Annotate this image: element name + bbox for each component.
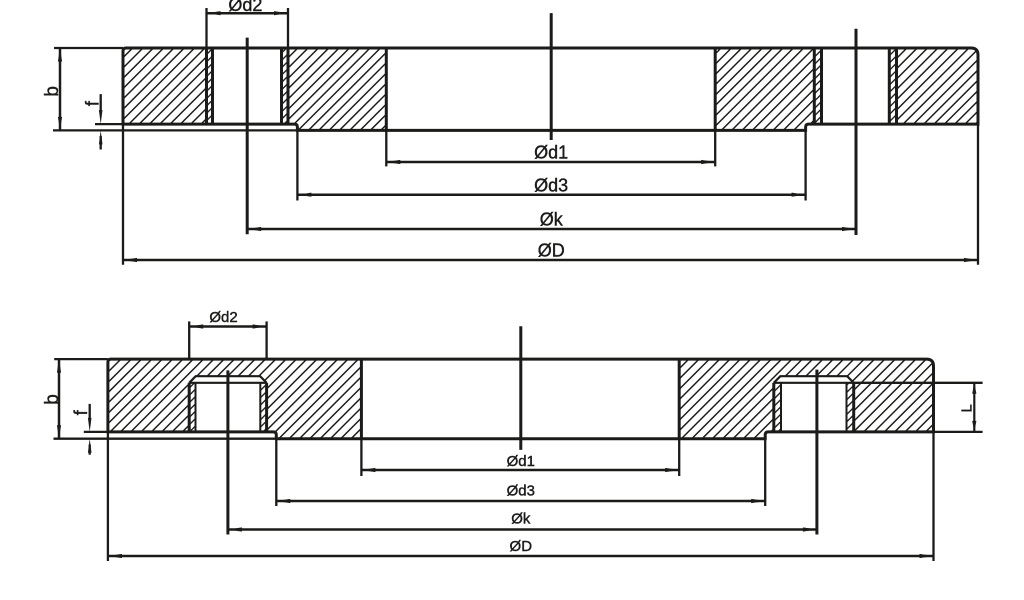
svg-text:L: L [958,404,975,412]
svg-text:Ød3: Ød3 [507,483,535,500]
svg-text:ØD: ØD [538,240,565,260]
svg-text:ØD: ØD [510,538,533,555]
svg-text:f: f [82,100,102,106]
svg-text:Ød1: Ød1 [507,453,535,470]
svg-text:Øk: Øk [511,511,531,528]
svg-text:b: b [42,394,63,405]
svg-text:f: f [71,409,91,415]
svg-text:Ød2: Ød2 [209,309,237,326]
svg-text:Ød1: Ød1 [534,142,568,162]
svg-text:Ød2: Ød2 [228,0,262,15]
svg-text:Ød3: Ød3 [534,175,568,195]
svg-text:Øk: Øk [540,210,564,230]
svg-text:b: b [42,86,63,97]
